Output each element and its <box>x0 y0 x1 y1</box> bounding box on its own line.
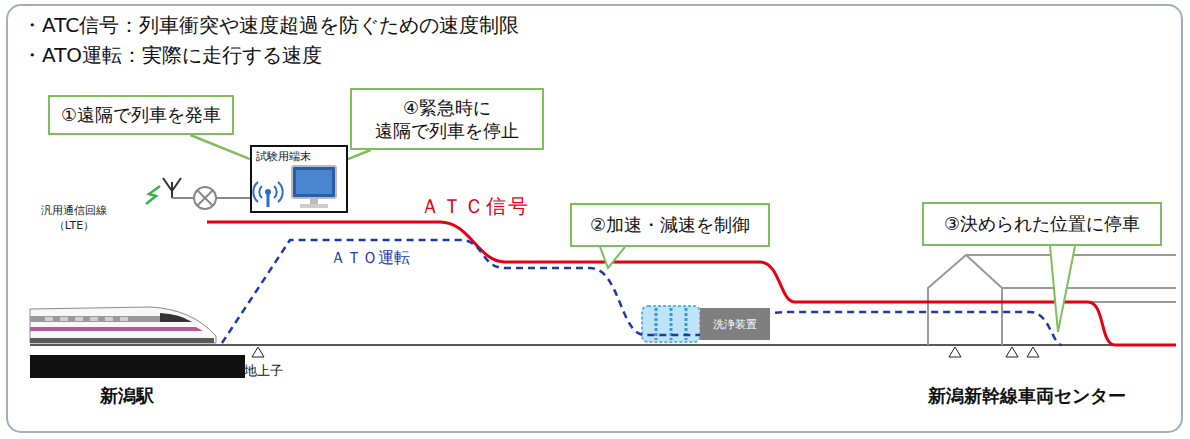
station-label: 新潟駅 <box>100 384 154 408</box>
ground-coil <box>1006 347 1018 357</box>
washer-box: 洗浄装置 <box>700 308 770 340</box>
node-text: ②加速・減速を制御 <box>590 213 750 236</box>
callout-box: ②加速・減速を制御 <box>570 203 770 247</box>
node-text: ①遠隔で列車を発車 <box>61 103 221 126</box>
legend-note: ・ATO運転：実際に走行する速度 <box>22 42 322 69</box>
platform <box>30 355 245 378</box>
ato-curve <box>222 240 1062 345</box>
ground-coil <box>252 347 264 357</box>
frame <box>7 5 1182 432</box>
station-label: 新潟新幹線車両センター <box>928 384 1126 408</box>
monitor-icon <box>292 166 336 208</box>
callout-box: ③決められた位置に停車 <box>922 202 1162 246</box>
node-text: 洗浄装置 <box>713 317 757 332</box>
network-label: 汎用通信回線 （LTE） <box>28 204 120 234</box>
node-text: ③決められた位置に停車 <box>944 212 1140 235</box>
part-label: 地上子 <box>244 362 283 380</box>
terminal-box: 試験用端末 <box>250 145 348 213</box>
callout-box: ①遠隔で列車を発車 <box>48 95 234 135</box>
callout-box: ④緊急時に 遠隔で列車を停止 <box>350 88 544 150</box>
node-text: ④緊急時に 遠隔で列車を停止 <box>362 96 532 143</box>
wifi-icon <box>253 182 282 207</box>
callout-tail <box>600 247 625 268</box>
ground-coil <box>1027 347 1039 357</box>
callout-pointer <box>190 135 250 159</box>
antenna <box>146 178 250 209</box>
track <box>30 344 1176 346</box>
signal-label: ＡＴＯ運転 <box>330 247 410 269</box>
callout-tail <box>1050 246 1075 332</box>
washer-brush <box>642 306 700 342</box>
signal-label: ＡＴＣ信号 <box>420 193 530 220</box>
legend-note: ・ATC信号：列車衝突や速度超過を防ぐための速度制限 <box>22 12 519 39</box>
train <box>30 307 216 343</box>
ground-coil <box>949 347 961 357</box>
callout-pointer <box>348 150 371 159</box>
node-text: 試験用端末 <box>256 149 311 164</box>
